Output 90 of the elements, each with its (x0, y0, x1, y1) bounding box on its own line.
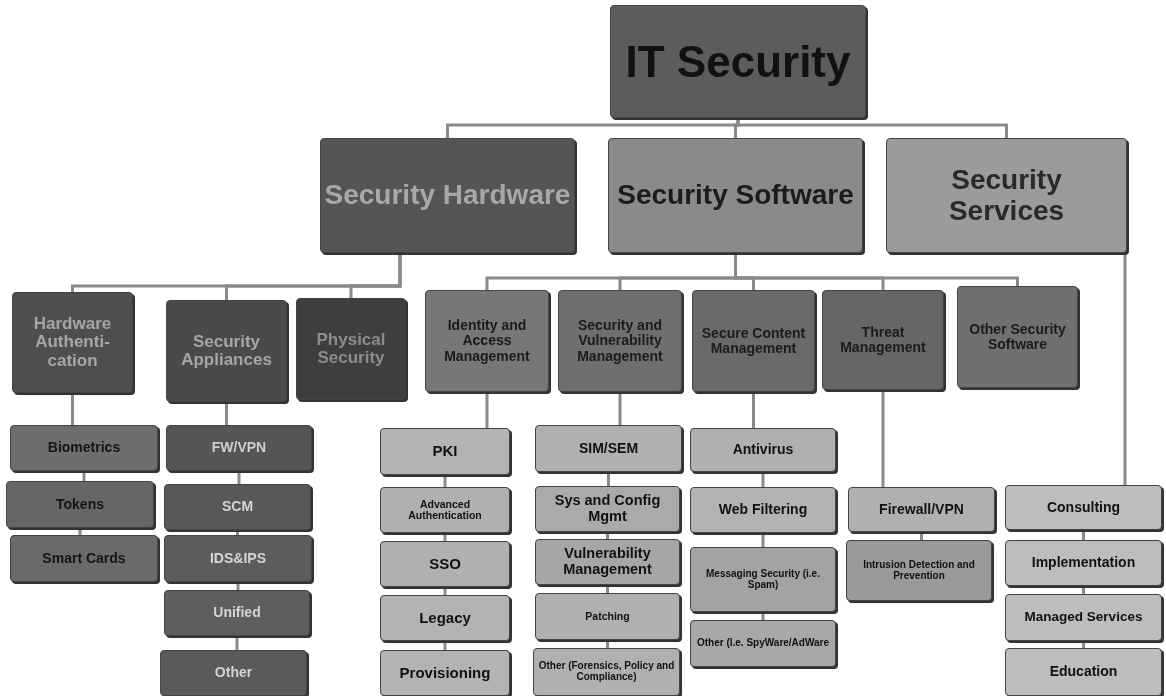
category-box (1005, 648, 1162, 696)
category-label: Implementation (1031, 555, 1136, 571)
connector-line (618, 392, 622, 425)
connector-line (734, 253, 1019, 286)
category-box (535, 486, 680, 532)
connector-line (225, 402, 228, 425)
category-box (10, 425, 158, 471)
category-label: Advanced Authentication (407, 498, 483, 522)
category-box (380, 541, 510, 587)
category-label: Sys and Config Mgmt (553, 493, 662, 525)
category-box (320, 138, 575, 253)
category-label: Patching (585, 610, 630, 623)
category-box (535, 593, 680, 640)
category-label: Security Services (947, 165, 1066, 226)
category-box (957, 286, 1078, 388)
category-box (164, 590, 310, 636)
category-label: SSO (429, 555, 461, 573)
category-label: Other Security Software (968, 321, 1067, 353)
category-box (822, 290, 944, 390)
category-box (380, 487, 510, 533)
category-box (535, 539, 680, 585)
category-box (608, 138, 863, 253)
connector-line (1123, 253, 1127, 485)
category-label: Provisioning (399, 664, 491, 682)
category-label: SIM/SEM (578, 440, 639, 457)
connector-line (485, 392, 489, 428)
category-box (10, 535, 158, 582)
category-label: Threat Management (839, 324, 927, 356)
category-box (166, 300, 287, 402)
category-label: Identity and Access Management (443, 318, 531, 364)
category-label: Consulting (1046, 499, 1121, 516)
category-label: Security Software (617, 180, 854, 211)
category-label: Tokens (56, 496, 104, 513)
connector-line (349, 253, 402, 298)
category-box (1005, 594, 1162, 641)
category-box (533, 648, 680, 696)
category-box (690, 547, 836, 612)
category-box (848, 487, 995, 532)
category-label: Unified (213, 605, 261, 621)
category-label: FW/VPN (211, 440, 267, 456)
category-label: Other (I.e. SpyWare/AdWare (696, 638, 830, 649)
category-box (692, 290, 815, 392)
category-label: Security and Vulnerability Management (576, 318, 664, 364)
category-label: Legacy (419, 609, 471, 627)
category-box (6, 481, 154, 528)
category-box (12, 292, 133, 393)
category-label: Education (1049, 664, 1118, 680)
category-label: Biometrics (47, 440, 121, 456)
category-box (164, 535, 312, 582)
category-label: IDS&IPS (210, 550, 266, 567)
category-box (690, 428, 836, 472)
category-box (886, 138, 1127, 253)
category-box (425, 290, 549, 392)
category-label: Managed Services (1024, 610, 1143, 625)
category-label: Antivirus (732, 442, 794, 458)
category-label: Security Hardware (324, 180, 571, 211)
category-box (610, 5, 866, 118)
category-label: Secure Content Management (700, 325, 807, 357)
category-box (690, 487, 836, 533)
category-box (160, 650, 307, 696)
category-label: Security Appliances (180, 332, 273, 370)
category-box (846, 540, 992, 601)
category-box (380, 650, 510, 696)
category-label: SCM (221, 499, 254, 515)
category-box (558, 290, 682, 392)
connector-line (71, 393, 74, 425)
connector-line (752, 392, 755, 428)
category-box (166, 425, 312, 471)
category-label: Messaging Security (i.e. Spam) (705, 568, 821, 591)
category-label: IT Security (625, 37, 851, 86)
category-label: Other (214, 665, 253, 681)
category-box (164, 484, 311, 530)
category-label: Vulnerability Management (562, 546, 653, 578)
category-label: Physical Security (315, 330, 387, 368)
category-box (380, 595, 510, 641)
category-label: Web Filtering (718, 502, 808, 518)
category-label: Smart Cards (42, 550, 126, 567)
category-box (1005, 540, 1162, 586)
connector-line (736, 118, 1008, 138)
category-box (1005, 485, 1162, 530)
category-label: Intrusion Detection and Prevention (862, 559, 976, 582)
connector-line (881, 390, 885, 487)
category-box (690, 620, 836, 667)
category-label: PKI (432, 443, 458, 460)
category-label: Hardware Authenti-cation (32, 314, 113, 371)
category-box (535, 425, 682, 472)
category-label: Firewall/VPN (879, 501, 964, 518)
category-box (380, 428, 510, 475)
category-label: Other (Forensics, Policy and Compliance) (537, 661, 676, 683)
category-box (296, 298, 406, 400)
